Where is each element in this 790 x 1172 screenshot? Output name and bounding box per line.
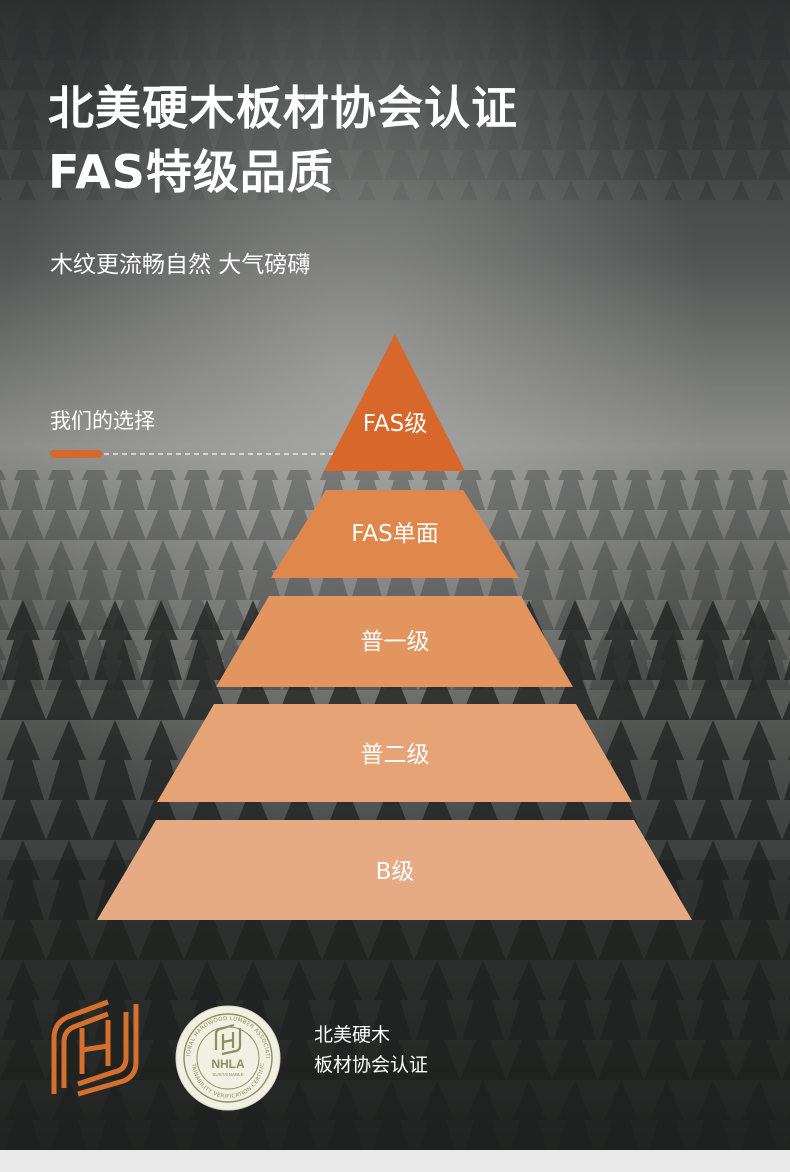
tier-3-label: 普一级	[361, 629, 430, 655]
headline-line-2: FAS特级品质	[48, 145, 334, 199]
seal-name: NHLA	[211, 1057, 245, 1071]
grade-pyramid: FAS级 FAS单面 普一级 普二级 B级	[97, 334, 692, 920]
association-text: 北美硬木 板材协会认证	[314, 1020, 428, 1080]
nhla-seal-icon: NATIONAL HARDWOOD LUMBER ASSOCIATION SUS…	[174, 1004, 281, 1111]
tier-2-label: FAS单面	[351, 521, 438, 547]
tier-2-shape	[271, 490, 519, 578]
headline: 北美硬木板材协会认证 FAS特级品质	[48, 76, 518, 204]
hardwood-h-logo-icon	[51, 999, 139, 1097]
association-line-1: 北美硬木	[314, 1024, 391, 1046]
tier-4-label: 普二级	[361, 742, 430, 768]
tier-1-label: FAS级	[363, 411, 427, 437]
seal-sub: SUSTAINABLE	[212, 1072, 243, 1077]
tier-3-shape	[216, 596, 573, 687]
association-line-2: 板材协会认证	[314, 1054, 429, 1076]
tier-1-shape	[324, 334, 465, 471]
our-choice-label: 我们的选择	[50, 409, 155, 433]
tier-5-label: B级	[376, 859, 415, 885]
tier-5-shape	[97, 820, 692, 920]
subtitle: 木纹更流畅自然 大气磅礴	[50, 252, 311, 278]
tier-4-shape	[157, 704, 632, 802]
headline-line-1: 北美硬木板材协会认证	[48, 81, 518, 135]
pointer-accent-bar	[50, 450, 102, 458]
